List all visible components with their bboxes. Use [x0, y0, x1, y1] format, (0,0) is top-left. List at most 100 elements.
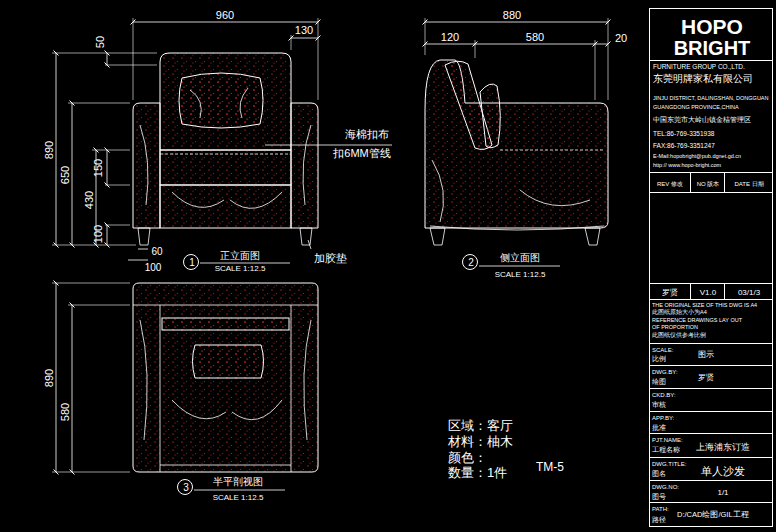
fold-line [432, 160, 444, 222]
cell-text: 图名 [652, 471, 666, 478]
cell-text: 工程名称 [652, 447, 680, 454]
title-block-cell: DWG.TITLE: 图名 单人沙发 [649, 457, 773, 481]
dim-line [56, 283, 57, 472]
cell-text: DWG.BY: [652, 369, 678, 375]
cell-text: 路径 [652, 517, 666, 524]
drawing-label: TM-5 [536, 461, 564, 473]
extension-lines [52, 18, 608, 472]
cell-text: REFERENCE DRAWINGS LAY OUT [652, 318, 742, 324]
title-block-cell: HOPOBRIGHT [649, 8, 773, 61]
piping-line [160, 154, 291, 155]
cell-text: GUANGDONG PROVINCE,CHINA [653, 105, 739, 111]
ext-line [52, 53, 157, 54]
drawing-label: 侧立面图 [500, 253, 540, 263]
cell-text: 单人沙发 [701, 466, 745, 477]
back-cushion [162, 318, 289, 330]
cell-text: REV 修改 [657, 181, 683, 187]
cell-text: 罗贤 [698, 374, 714, 382]
dim-line [291, 38, 318, 39]
ext-line [595, 40, 596, 100]
dimension-lines [56, 22, 608, 472]
title-block-cell: THE ORIGINAL SIZE OF THIS DWG IS A4此图纸原始… [649, 299, 773, 344]
pillow [193, 345, 264, 378]
sofa-base [160, 185, 291, 228]
drawing-label: 890 [44, 369, 55, 387]
cell-text: 罗贤 [662, 289, 678, 297]
cell-text: 上海浦东订造 [696, 443, 750, 452]
cell-text: CKD.BY: [652, 392, 676, 398]
drawing-label: 130 [295, 25, 313, 36]
dim-line [107, 53, 108, 65]
view-number-circle: 2 [462, 254, 478, 270]
cell-text: http:// www.hopo-bright.com [653, 163, 721, 169]
sofa-arm [291, 103, 318, 228]
drawing-label: SCALE 1:12.5 [213, 494, 264, 502]
fold-line [172, 400, 226, 419]
title-block-cell: PATH:路径D:/CAD绘图/GIL工程 [649, 502, 773, 527]
title-block-cell: CKD.BY:审核 [649, 388, 773, 412]
sofa-leg [430, 228, 445, 245]
dim-line [595, 44, 608, 45]
cell-text: FAX:86-769-3351247 [653, 143, 715, 150]
view-number-circle: 3 [177, 479, 193, 495]
side-body [425, 60, 608, 228]
drawing-label: SCALE 1:12.5 [495, 271, 546, 279]
plan-view [133, 283, 318, 472]
drawing-label: 580 [60, 403, 71, 421]
drawing-label: 颜色： [448, 451, 487, 464]
drawing-label: 890 [44, 141, 55, 159]
drawing-label: 正立面图 [220, 251, 260, 261]
title-block-cell: FURNITURE GROUP CO.,LTD.东莞明牌家私有限公司JINJU … [649, 60, 773, 173]
drawing-label: 960 [216, 10, 234, 21]
sofa-arm [133, 103, 160, 228]
drawing-label: 880 [503, 10, 521, 21]
cell-text: 绘图 [652, 379, 666, 386]
fold-line [304, 320, 311, 440]
ext-line [52, 245, 136, 246]
cell-text: SCALE: [652, 347, 673, 353]
front-view [133, 53, 318, 228]
cell-text: NO 版本 [697, 181, 720, 187]
title-block-cell: SCALE:比例图示 [649, 343, 773, 366]
dim-line [107, 225, 108, 245]
fold-line [232, 400, 282, 420]
cell-text: DWG.TITLE: [652, 461, 686, 467]
cell-text: BRIGHT [674, 38, 751, 58]
leaders [194, 145, 560, 490]
ext-line [425, 18, 426, 55]
title-block-cell: APP.BY:批准 [649, 411, 773, 434]
cell-text: PATH: [652, 506, 669, 512]
title-block-cell: DWG.NO:图号1/1 [649, 480, 773, 503]
dim-line [425, 22, 608, 23]
dim-line [128, 260, 148, 261]
cell-text: 03/1/3 [738, 289, 760, 297]
title-underline [200, 263, 290, 264]
cell-text: 此图纸原始大小为A4 [652, 310, 707, 316]
dim-line [107, 150, 108, 185]
drawing-label: SCALE 1:12.5 [215, 265, 266, 273]
cell-text: 东莞明牌家私有限公司 [653, 74, 753, 84]
side-view [425, 60, 608, 228]
front-details [138, 88, 312, 245]
drawing-label: 120 [441, 32, 459, 43]
title-block-cell: DWG.BY: 绘图 罗贤 [649, 365, 773, 389]
cell-text: TEL:86-769-3351938 [653, 131, 714, 138]
cell-text: E-Mail:hopobright@pub.dgnet.gd.cn [653, 154, 741, 160]
ext-line [475, 40, 476, 58]
title-block-frame [650, 9, 773, 527]
cell-text: DWG.NO: [652, 484, 679, 490]
sofa-back [160, 53, 291, 150]
cell-text: 2 [468, 258, 474, 268]
title-underline [479, 266, 560, 267]
ext-line [105, 65, 157, 66]
ext-line [133, 18, 134, 100]
fold-line [520, 190, 590, 206]
cell-text: 比例 [652, 356, 666, 363]
arm-line [291, 305, 292, 472]
leader-line [265, 145, 392, 146]
back-pillow [179, 73, 263, 128]
back-line [133, 305, 318, 306]
cell-text: PJT.NAME: [652, 437, 683, 443]
view-number-circle: 1 [183, 254, 199, 270]
